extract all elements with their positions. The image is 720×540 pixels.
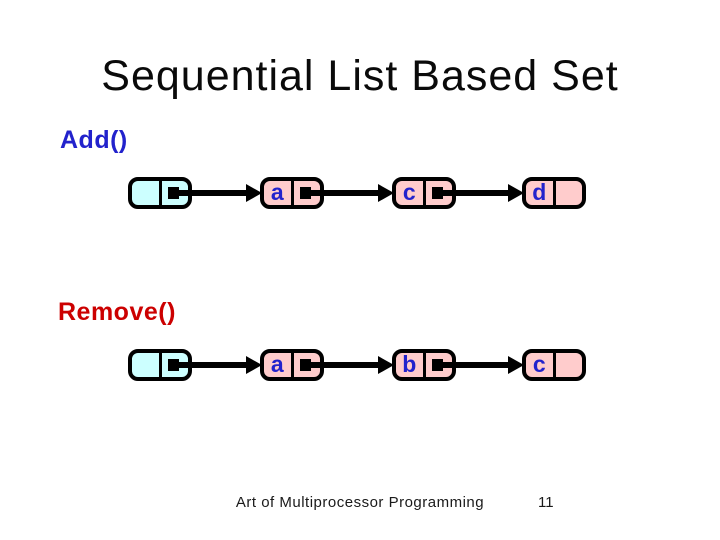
remove-list-head-node [128, 349, 192, 381]
remove-operation-label: Remove() [58, 298, 176, 326]
node-key: a [270, 350, 284, 377]
next-pointer-arrow [168, 356, 262, 374]
node-key: b [402, 350, 417, 377]
value-cell [132, 181, 162, 205]
add-list-node-d: d [522, 177, 586, 209]
slide-page-number: 11 [538, 494, 554, 511]
value-cell: a [264, 350, 294, 377]
node-key: c [532, 350, 546, 377]
node-key: c [402, 178, 416, 205]
value-cell: c [526, 350, 556, 377]
value-cell: b [396, 350, 426, 377]
add-operation-label: Add() [60, 126, 128, 154]
next-pointer-arrow [300, 184, 394, 202]
value-cell: a [264, 178, 294, 205]
add-list-node-a: a [260, 177, 324, 209]
value-cell: c [396, 178, 426, 205]
node-key: a [270, 178, 284, 205]
next-pointer-arrow [432, 184, 524, 202]
remove-list-node-c: c [522, 349, 586, 381]
node-key: d [532, 178, 547, 205]
next-cell [556, 181, 583, 205]
slide-title: Sequential List Based Set [101, 52, 619, 100]
footer-text: Art of Multiprocessor Programming [235, 494, 485, 511]
next-pointer-arrow [300, 356, 394, 374]
next-pointer-arrow [168, 184, 262, 202]
value-cell [132, 353, 162, 377]
value-cell: d [526, 178, 556, 205]
next-cell [556, 353, 583, 377]
next-pointer-arrow [432, 356, 524, 374]
